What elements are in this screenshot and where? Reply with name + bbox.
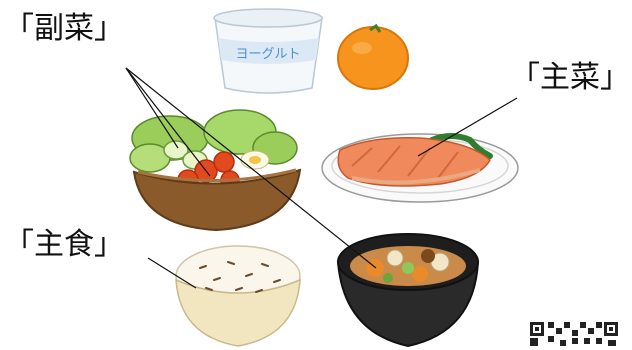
salad-bowl-icon [130,110,300,230]
grilled-salmon-icon [322,134,518,202]
miso-soup-icon [338,234,478,346]
mandarin-orange-icon [338,26,408,89]
yogurt-label: ヨーグルト [235,47,300,62]
qr-code-icon [530,322,618,346]
main-dish-label: 「主菜」 [510,60,630,95]
yogurt-cup-icon: ヨーグルト [214,9,322,93]
side-dish-label: 「副菜」 [4,11,124,46]
rice-bowl-icon [176,246,300,346]
staple-label: 「主食」 [4,227,124,262]
